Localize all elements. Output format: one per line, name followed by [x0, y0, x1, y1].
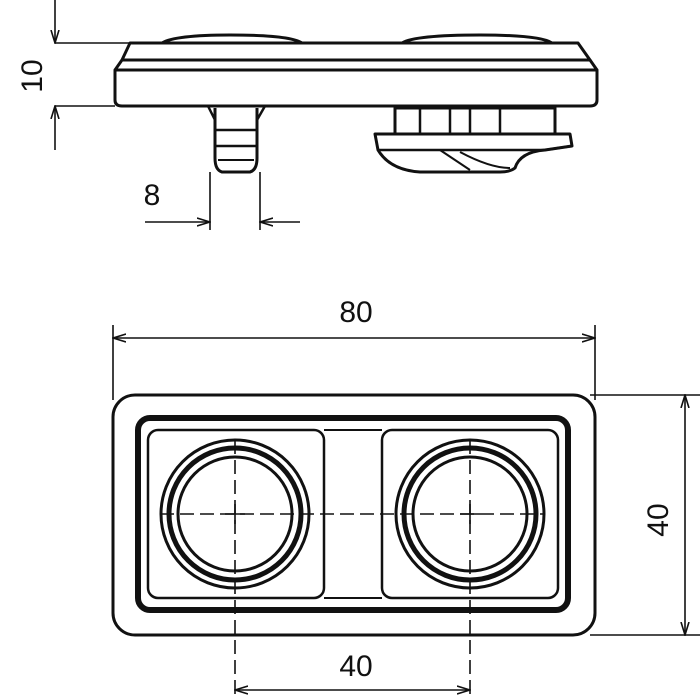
outer-frame [111, 393, 597, 637]
side-view [113, 33, 599, 174]
dim-overall-width [590, 395, 700, 635]
base-plate [113, 68, 599, 108]
dim-height-label: 10 [16, 59, 49, 92]
top-plate [120, 41, 592, 62]
dim-height [55, 0, 160, 150]
dim-overall-width-label: 40 [642, 503, 675, 536]
dim-hole-spacing-label: 40 [339, 650, 372, 683]
top-view [111, 393, 597, 700]
dim-stud-width-label: 8 [144, 179, 161, 212]
right-clamp [373, 106, 574, 174]
left-cap [161, 33, 303, 45]
left-stud [206, 105, 267, 174]
dim-overall-length [113, 325, 595, 400]
dim-stud-width [145, 172, 300, 230]
dim-overall-length-label: 80 [339, 296, 372, 329]
center-lines [160, 440, 545, 700]
inner-frame [135, 415, 571, 613]
right-cap [401, 33, 553, 45]
